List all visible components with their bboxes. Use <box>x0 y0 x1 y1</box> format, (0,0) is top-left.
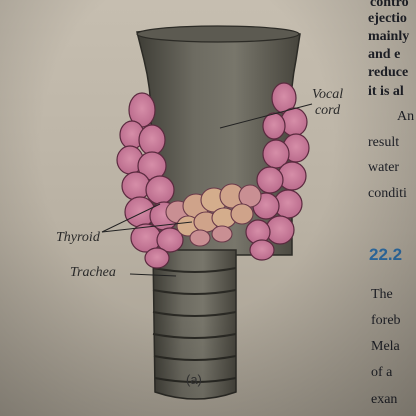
text-line: An <box>397 109 415 124</box>
text-line: it is al <box>368 84 404 99</box>
adjacent-text-column: contro ejectio mainly and e reduce it is… <box>366 0 416 416</box>
text-line: water <box>368 160 400 175</box>
thyroid-right-lobe <box>245 82 310 261</box>
text-line: and e <box>368 47 401 62</box>
text-line: reduce <box>368 65 409 80</box>
vocal-cord-label-line-2: cord <box>314 103 341 118</box>
text-line: conditi <box>368 186 407 201</box>
text-line: Mela <box>371 339 400 354</box>
text-line: ejectio <box>368 11 407 26</box>
vocal-cord-label: Vocal cord <box>312 87 343 119</box>
section-heading: 22.2 <box>369 245 403 264</box>
text-line: The <box>371 287 393 302</box>
text-line: result <box>368 135 400 150</box>
trachea-shape <box>152 249 237 400</box>
text-line: foreb <box>371 313 401 328</box>
text-line: of a <box>371 365 393 380</box>
thyroid-isthmus <box>165 183 262 247</box>
trachea-leader <box>129 273 177 277</box>
thyroid-leader-1 <box>101 203 161 233</box>
figure-caption: (a) <box>186 372 202 387</box>
thyroid-leader-2 <box>101 221 193 233</box>
thyroid-left-lobe <box>116 92 184 269</box>
vocal-cord-leader <box>219 103 313 129</box>
thyroid-label: Thyroid <box>56 230 100 245</box>
text-line: exan <box>371 392 398 407</box>
thyroid-figure <box>101 25 313 400</box>
text-line: contro <box>370 0 409 10</box>
vocal-cord-label-line-1: Vocal <box>312 87 344 102</box>
larynx-opening <box>136 25 300 43</box>
trachea-label: Trachea <box>70 265 116 280</box>
text-line: mainly <box>368 29 410 44</box>
